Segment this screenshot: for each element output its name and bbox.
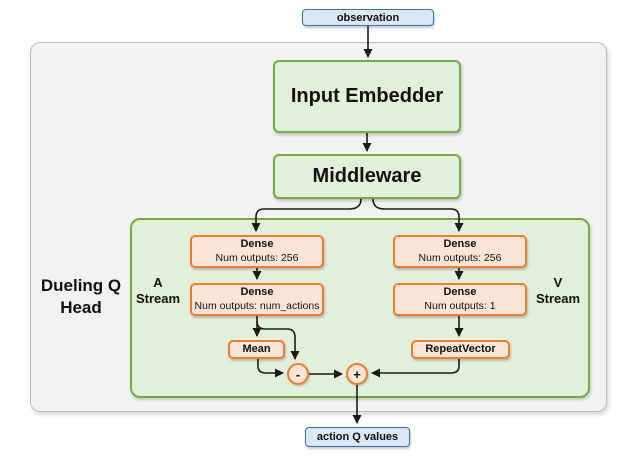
dense-v1-node: Dense Num outputs: 256 xyxy=(393,235,527,268)
repeat-vector-node: RepeatVector xyxy=(411,340,510,359)
dense-v1-subtitle: Num outputs: 256 xyxy=(418,251,502,264)
a-stream-label-line1: A xyxy=(153,275,163,291)
action-q-values-node: action Q values xyxy=(305,427,410,447)
observation-node-label: observation xyxy=(336,11,400,24)
repeat-vector-node-label: RepeatVector xyxy=(425,342,496,355)
subtract-op-label: - xyxy=(295,366,301,382)
a-stream-label-line2: Stream xyxy=(135,291,181,306)
dense-a2-node: Dense Num outputs: num_actions xyxy=(190,283,324,316)
dense-v2-title: Dense xyxy=(443,286,477,299)
mean-node-label: Mean xyxy=(242,342,271,355)
action-q-values-node-label: action Q values xyxy=(316,431,399,443)
dueling-q-head-label: Dueling Q Head xyxy=(32,272,130,322)
dense-v2-node: Dense Num outputs: 1 xyxy=(393,283,527,316)
dense-a1-subtitle: Num outputs: 256 xyxy=(215,251,299,264)
v-stream-label: V Stream xyxy=(532,274,584,308)
middleware-node-label: Middleware xyxy=(312,165,422,187)
input-embedder-node-label: Input Embedder xyxy=(290,85,444,107)
dense-v2-subtitle: Num outputs: 1 xyxy=(424,299,496,312)
dense-a2-title: Dense xyxy=(240,286,274,299)
observation-node: observation xyxy=(302,9,434,26)
dense-a1-title: Dense xyxy=(240,238,274,251)
add-op-label: + xyxy=(353,366,361,382)
dueling-q-head-label-line1: Dueling Q xyxy=(40,275,122,295)
dense-a2-subtitle: Num outputs: num_actions xyxy=(194,299,320,312)
a-stream-label: A Stream xyxy=(132,274,184,308)
middleware-node: Middleware xyxy=(273,154,461,199)
v-stream-label-line1: V xyxy=(553,275,563,291)
input-embedder-node: Input Embedder xyxy=(273,60,461,133)
v-stream-label-line2: Stream xyxy=(535,291,581,306)
subtract-op-node: - xyxy=(287,363,309,385)
dense-a1-node: Dense Num outputs: 256 xyxy=(190,235,324,268)
add-op-node: + xyxy=(346,363,368,385)
dueling-q-head-label-line2: Head xyxy=(60,298,102,317)
mean-node: Mean xyxy=(228,340,285,359)
dense-v1-title: Dense xyxy=(443,238,477,251)
